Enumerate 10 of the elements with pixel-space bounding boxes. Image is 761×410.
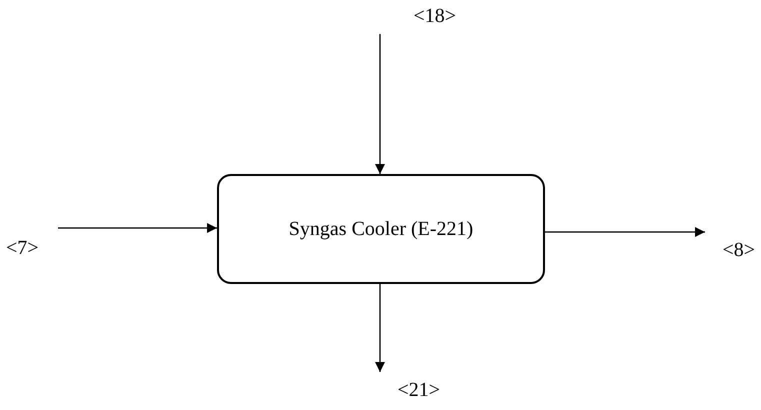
stream-number: <7>: [6, 238, 39, 258]
unit-label: Syngas Cooler (E-221): [288, 219, 474, 239]
arrow: [545, 227, 705, 237]
arrow: [375, 34, 385, 174]
arrow: [58, 223, 217, 233]
stream-number: <8>: [722, 240, 755, 260]
stream-number: <18>: [413, 6, 456, 26]
process-box: [217, 174, 545, 284]
stream-number: <21>: [397, 380, 440, 400]
arrow: [375, 284, 385, 372]
